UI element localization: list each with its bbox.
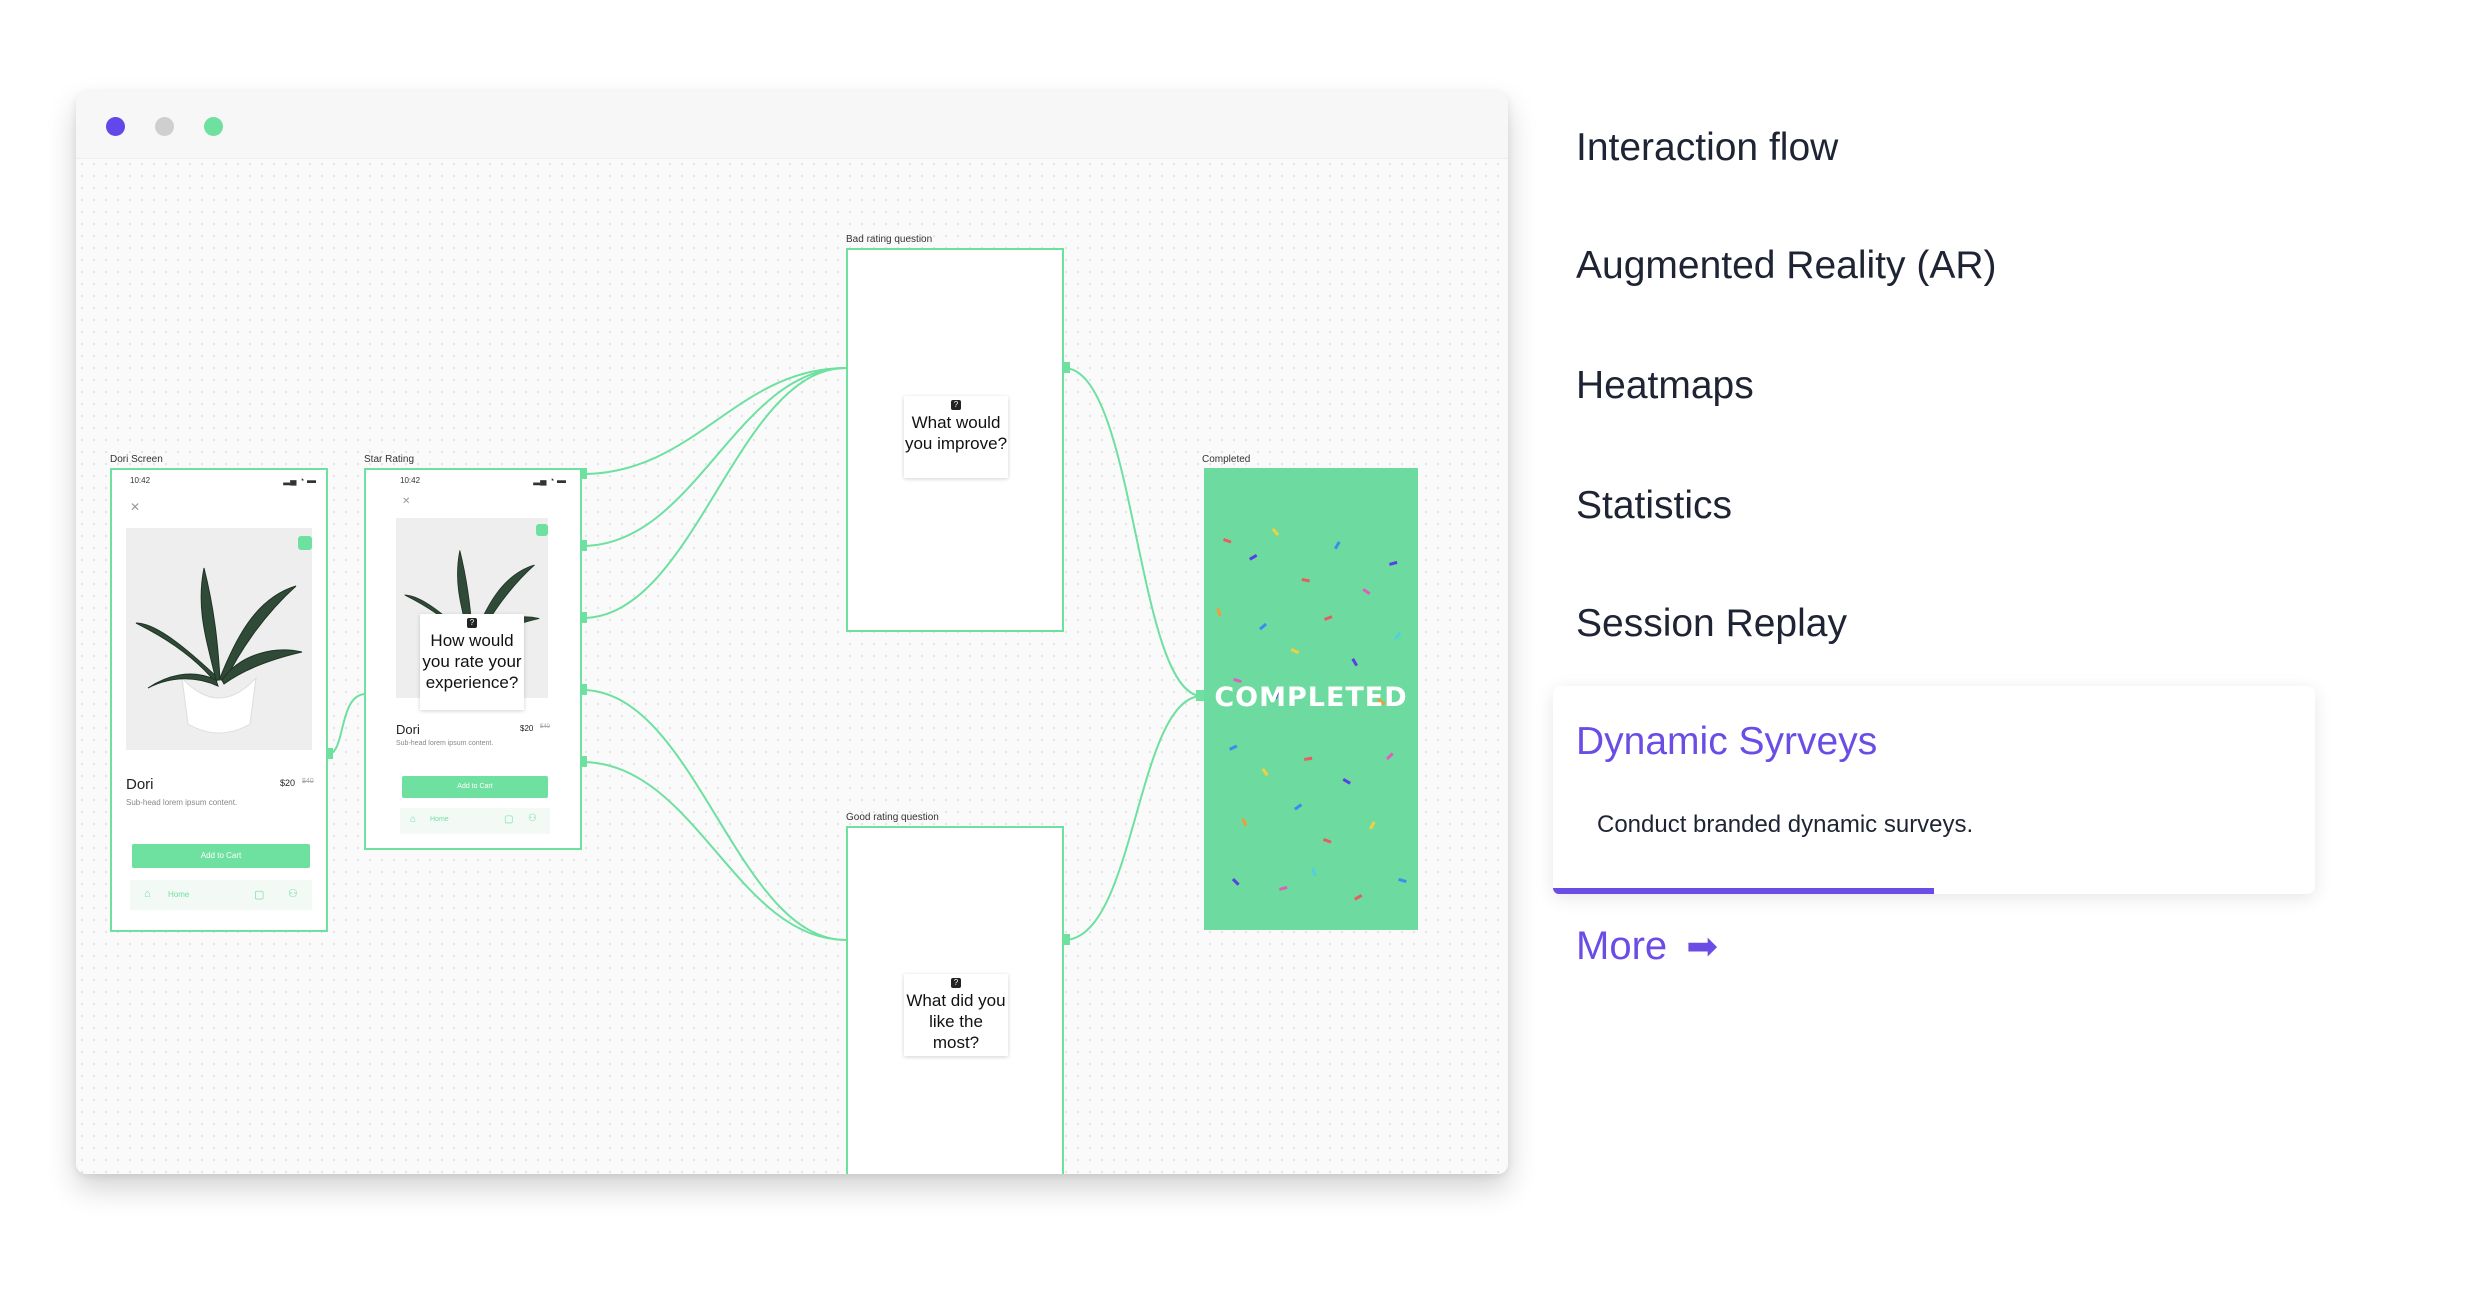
liked-question-text: What did you like the most? [906,991,1006,1052]
user-icon[interactable]: ⚇ [528,813,537,824]
add-to-cart-button[interactable]: Add to Cart [402,776,548,798]
product-price: $20 [280,778,296,788]
active-feature-description: Conduct branded dynamic surveys. [1597,811,1974,838]
bad-rating-frame[interactable]: ? What would you improve? [846,248,1064,632]
product-old-price: $40 [540,724,551,730]
frame-label-bad-rating: Bad rating question [846,234,933,245]
arrow-right-icon[interactable]: ➡ [1686,926,1719,968]
product-subhead: Sub-head lorem ipsum content. [126,798,238,807]
tab-bar: ⌂ Home ▢ ⚇ [400,808,550,834]
preview-window: Dori Screen 10:42 ▂▄ ◔ ▬ ✕ [76,92,1508,1174]
frame-label-dori-screen: Dori Screen [110,454,163,465]
liked-question-card[interactable]: ? What did you like the most? [904,974,1008,1056]
good-rating-frame[interactable]: ? What did you like the most? [846,826,1064,1174]
star-rating-frame[interactable]: 10:42 ▂▄ ◔ ▬ ✕ Dori $20 $40 Sub-head lor [364,468,582,850]
completed-frame[interactable]: COMPLETED [1204,468,1418,930]
favorite-icon[interactable] [298,536,312,550]
favorite-icon[interactable] [536,524,548,536]
user-icon[interactable]: ⚇ [288,888,298,900]
menu-item-heatmaps[interactable]: Heatmaps [1576,364,1754,407]
product-subhead: Sub-head lorem ipsum content. [396,740,494,747]
improve-question-card[interactable]: ? What would you improve? [904,396,1008,478]
bag-icon[interactable]: ▢ [504,814,514,825]
menu-item-interaction-flow[interactable]: Interaction flow [1576,126,1839,169]
status-time: 10:42 [130,476,151,485]
window-dot-purple[interactable] [106,117,125,136]
tab-bar: ⌂ Home ▢ ⚇ [130,880,312,910]
status-icons: ▂▄ ◔ ▬ [533,475,566,485]
window-dot-green[interactable] [204,117,223,136]
question-mark-icon: ? [467,618,477,628]
status-time: 10:42 [400,476,421,485]
frame-label-completed: Completed [1202,454,1251,465]
rating-question-text: How would you rate your experience? [422,631,522,692]
frame-label-good-rating: Good rating question [846,812,939,823]
close-icon[interactable]: ✕ [402,496,411,507]
more-link[interactable]: More ➡ [1576,924,1718,969]
active-feature-card[interactable]: Dynamic Syrveys Conduct branded dynamic … [1553,686,2315,894]
close-icon[interactable]: ✕ [130,500,141,514]
question-mark-icon: ? [951,400,961,410]
product-old-price: $40 [302,778,314,785]
dori-screen-frame[interactable]: 10:42 ▂▄ ◔ ▬ ✕ Dori $20 [110,468,328,932]
completed-text: COMPLETED [1214,682,1408,713]
menu-item-session-replay[interactable]: Session Replay [1576,602,1847,645]
home-tab-label[interactable]: Home [430,816,449,823]
question-mark-icon: ? [951,978,961,988]
product-name: Dori [126,776,154,793]
active-feature-title[interactable]: Dynamic Syrveys [1576,720,1878,763]
add-to-cart-button[interactable]: Add to Cart [132,844,310,868]
menu-item-augmented-reality[interactable]: Augmented Reality (AR) [1576,244,1997,287]
more-label[interactable]: More [1576,924,1668,968]
improve-question-text: What would you improve? [904,413,1008,453]
flow-canvas: Dori Screen 10:42 ▂▄ ◔ ▬ ✕ [76,158,1508,1174]
frame-label-star-rating: Star Rating [364,454,415,465]
flow-connectors [322,362,1207,945]
rating-question-card[interactable]: ? How would you rate your experience? [420,614,524,710]
confetti-graphic [1216,527,1407,901]
window-dot-gray[interactable] [155,117,174,136]
home-icon[interactable]: ⌂ [144,888,151,900]
feature-progress-bar [1553,888,1934,894]
home-tab-label[interactable]: Home [168,890,190,899]
window-titlebar [76,92,1508,159]
plant-image [126,528,312,750]
home-icon[interactable]: ⌂ [410,814,417,825]
status-icons: ▂▄ ◔ ▬ [283,475,316,485]
product-name: Dori [396,722,420,737]
bag-icon[interactable]: ▢ [254,889,265,901]
product-price: $20 [520,724,534,733]
menu-item-statistics[interactable]: Statistics [1576,484,1733,527]
